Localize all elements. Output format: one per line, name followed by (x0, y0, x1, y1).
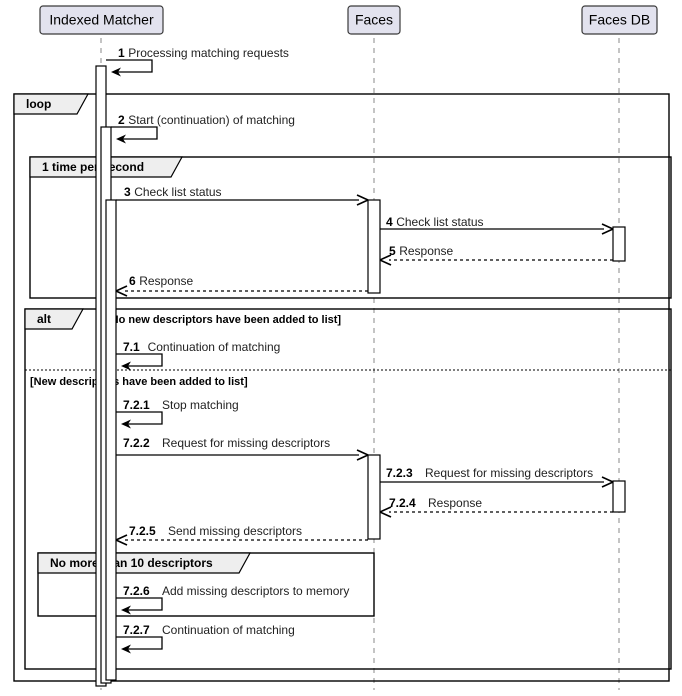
fragment-label-loop: loop (26, 97, 51, 111)
message-m71[interactable]: 7.1 Continuation of matching (116, 340, 281, 371)
message-number-m4: 4 (386, 215, 393, 229)
participant-box-faces[interactable] (347, 5, 401, 35)
message-number-m6: 6 (129, 274, 136, 288)
fragment-loop: loop (13, 93, 670, 682)
participant-matcher[interactable]: Indexed Matcher (39, 5, 164, 35)
message-m727[interactable]: 7.2.7 Continuation of matching (116, 623, 295, 654)
message-number-m2: 2 (118, 113, 125, 127)
message-text-m3: Check list status (134, 185, 221, 199)
message-text-m4: Check list status (396, 215, 483, 229)
activation-bar-faces-act-1 (367, 199, 381, 294)
fragment-tab-alt (24, 308, 85, 330)
arrowhead-m725 (115, 534, 128, 546)
message-text-m722: Request for missing descriptors (162, 436, 330, 450)
participant-label-faces: Faces (355, 12, 393, 28)
fragment-once-per-second: 1 time per second (29, 156, 672, 299)
fragment-border-loop (13, 93, 670, 682)
message-number-m3: 3 (124, 185, 131, 199)
message-text-m1: Processing matching requests (128, 46, 289, 60)
message-selfloop-m71 (116, 353, 163, 367)
message-m721[interactable]: 7.2.1 Stop matching (116, 398, 239, 429)
message-number-m1: 1 (118, 46, 125, 60)
activation-bar-facesdb-act-2 (612, 480, 626, 513)
fragment-no-more-than-10: No more than 10 descriptors (37, 552, 375, 617)
arrowhead-m723 (601, 476, 614, 488)
arrowhead-m4 (601, 223, 614, 235)
message-number-m724: 7.2.4 (389, 496, 416, 510)
fragment-label-once-per-second: 1 time per second (42, 160, 144, 174)
participants-layer: Indexed Matcher Faces Faces DB (39, 5, 658, 35)
message-text-m723: Request for missing descriptors (425, 466, 593, 480)
activation-bar-faces-act-2 (367, 454, 381, 540)
arrowhead-m722 (356, 449, 369, 461)
message-m725[interactable]: 7.2.5 Send missing descriptors (115, 524, 368, 546)
arrowhead-m3 (356, 194, 369, 206)
message-text-m2: Start (continuation) of matching (128, 113, 295, 127)
participant-label-facesdb: Faces DB (589, 12, 650, 28)
fragment-guard-alt: [No new descriptors have been added to l… (107, 314, 341, 326)
arrowhead-m721 (121, 419, 131, 429)
participant-box-matcher[interactable] (39, 5, 164, 35)
message-text-m721: Stop matching (162, 398, 239, 412)
participant-label-matcher: Indexed Matcher (49, 12, 154, 28)
arrowhead-m71 (121, 361, 131, 371)
fragment-label-no-more-than-10: No more than 10 descriptors (50, 556, 213, 570)
message-number-m726: 7.2.6 (123, 584, 150, 598)
arrowhead-m6 (115, 285, 128, 297)
fragment-label-alt: alt (37, 312, 51, 326)
message-text-m71: Continuation of matching (148, 340, 281, 354)
message-text-m724: Response (428, 496, 482, 510)
message-selfloop-m721 (116, 411, 163, 425)
message-text-m725: Send missing descriptors (168, 524, 302, 538)
arrowhead-m2 (116, 134, 126, 144)
message-number-m722: 7.2.2 (123, 436, 150, 450)
message-text-m727: Continuation of matching (162, 623, 295, 637)
fragment-alt: alt [No new descriptors have been added t… (24, 308, 672, 670)
message-selfloop-m2 (111, 126, 158, 140)
message-text-m5: Response (399, 244, 453, 258)
message-number-m723: 7.2.3 (386, 466, 413, 480)
message-number-m721: 7.2.1 (123, 398, 150, 412)
message-text-m726: Add missing descriptors to memory (162, 584, 349, 598)
message-m723[interactable]: 7.2.3 Request for missing descriptors (380, 466, 614, 488)
fragment-tab-loop (13, 93, 90, 115)
activation-bar-facesdb-act-1 (612, 226, 626, 262)
message-selfloop-m726 (116, 597, 163, 611)
message-selfloop-m727 (116, 636, 163, 650)
arrowhead-m1 (111, 67, 121, 77)
fragment-border-once-per-second (29, 156, 672, 299)
message-number-m71: 7.1 (123, 340, 140, 354)
message-number-m727: 7.2.7 (123, 623, 150, 637)
activations-layer (95, 65, 626, 687)
fragments-layer: loop 1 time per second alt [No new descript… (13, 93, 672, 682)
message-number-m5: 5 (389, 244, 396, 258)
arrowhead-m5 (379, 254, 392, 266)
participant-box-facesdb[interactable] (581, 5, 658, 35)
message-m726[interactable]: 7.2.6 Add missing descriptors to memory (116, 584, 349, 615)
fragment-tab-no-more-than-10 (37, 552, 252, 574)
message-text-m6: Response (139, 274, 193, 288)
arrowhead-m726 (121, 605, 131, 615)
activation-bar-matcher-act-3 (105, 199, 117, 681)
fragment-border-alt (24, 308, 672, 670)
participant-facesdb[interactable]: Faces DB (581, 5, 658, 35)
participant-faces[interactable]: Faces (347, 5, 401, 35)
message-number-m725: 7.2.5 (129, 524, 156, 538)
message-m722[interactable]: 7.2.2 Request for missing descriptors (116, 436, 369, 461)
fragment-divider-guard-alt: [New descriptors have been added to list… (30, 376, 248, 388)
arrowhead-m727 (121, 644, 131, 654)
message-m724[interactable]: 7.2.4 Response (379, 496, 613, 518)
message-selfloop-m1 (106, 59, 153, 73)
arrowhead-m724 (379, 506, 392, 518)
